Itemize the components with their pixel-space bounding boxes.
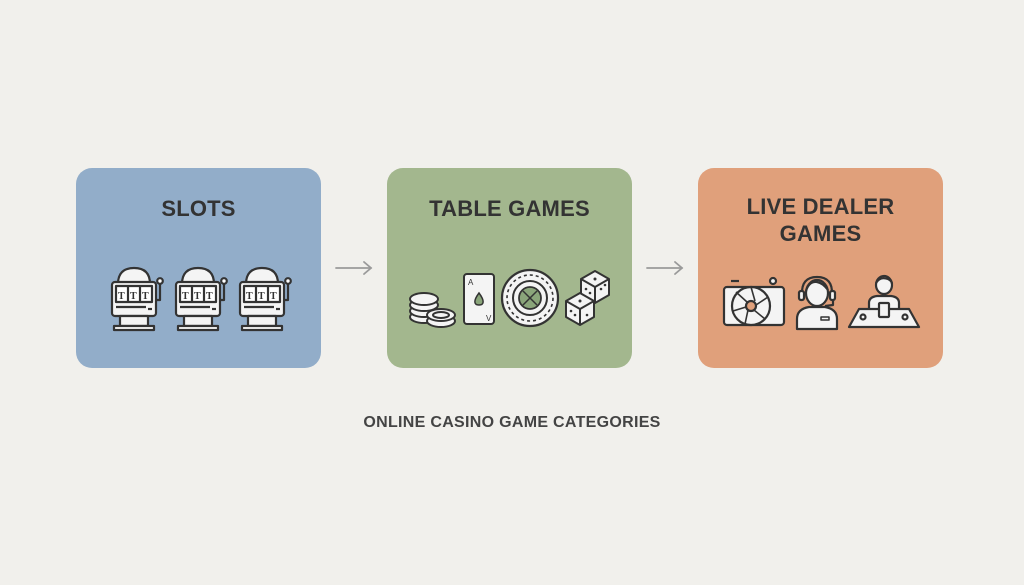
svg-text:T: T: [142, 291, 149, 302]
svg-text:T: T: [258, 291, 265, 302]
playing-card-icon: A V: [462, 273, 495, 325]
svg-text:T: T: [182, 291, 189, 302]
svg-text:T: T: [194, 291, 201, 302]
svg-text:V: V: [486, 314, 492, 323]
slots-title: SLOTS: [161, 196, 236, 221]
svg-text:T: T: [206, 291, 213, 302]
dealer-headset-icon: [795, 275, 838, 331]
svg-text:T: T: [130, 291, 137, 302]
camera-icon: [722, 276, 785, 327]
live-dealer-card: LIVE DEALER GAMES: [698, 168, 943, 368]
roulette-wheel-icon: [500, 268, 559, 328]
arrow-right-icon: [646, 261, 684, 275]
svg-text:T: T: [270, 291, 277, 302]
casino-chips-icon: [408, 292, 456, 328]
arrow-right-icon: [335, 261, 373, 275]
svg-text:T: T: [118, 291, 125, 302]
dealer-table-icon: [847, 274, 920, 329]
table-games-title: TABLE GAMES: [429, 196, 590, 221]
diagram-caption: ONLINE CASINO GAME CATEGORIES: [363, 414, 661, 431]
table-games-card: TABLE GAMES A V: [387, 168, 632, 368]
svg-text:A: A: [468, 278, 474, 287]
dice-icon: [564, 270, 610, 326]
svg-text:T: T: [246, 291, 253, 302]
live-dealer-title: LIVE DEALER GAMES: [746, 194, 895, 246]
